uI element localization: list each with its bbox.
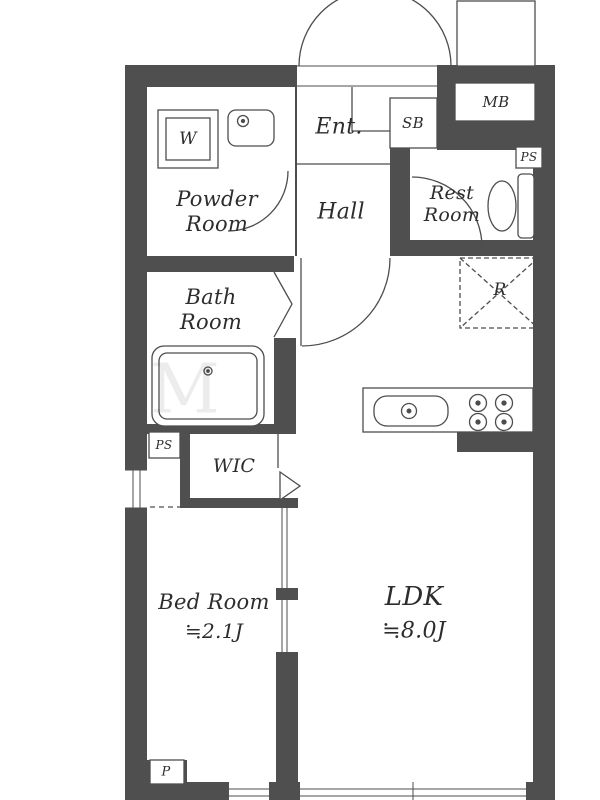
- pillar-box: [149, 759, 185, 785]
- entry-porch: [456, 0, 536, 67]
- washing-machine: [157, 109, 219, 169]
- label-bath-room-1: Bath: [185, 285, 237, 309]
- label-ldk-name: LDK: [384, 582, 444, 612]
- label-entrance: Ent.: [315, 114, 363, 140]
- label-wic: WIC: [212, 455, 256, 477]
- powder-door-arc: [227, 170, 289, 232]
- label-rest-room-2: Room: [423, 204, 481, 226]
- bedroom-left-window: [125, 469, 147, 509]
- label-powder-room-1: Powder: [176, 187, 258, 211]
- restroom-door-arc: [411, 176, 483, 248]
- kitchen-sink: [373, 395, 449, 427]
- entrance-step-lines: [295, 87, 390, 256]
- label-ldk-size: ≒8.0J: [382, 618, 446, 644]
- bottom-windows: [229, 782, 526, 800]
- pipe-space-left-box: [148, 431, 181, 459]
- bath-folding-door: [273, 271, 293, 338]
- label-powder-room-2: Room: [185, 212, 249, 236]
- hall-door-arc: [300, 257, 391, 347]
- label-refrigerator: R: [493, 280, 507, 300]
- wic-door: [277, 434, 302, 502]
- stove-burners: [468, 393, 514, 432]
- watermark: M: [150, 350, 220, 430]
- meter-box: [454, 82, 536, 122]
- entrance-door-arc: [297, 0, 452, 87]
- label-bedroom-size: ≒2.1J: [184, 619, 244, 643]
- label-bedroom-name: Bed Room: [158, 590, 270, 614]
- powder-sink: [227, 109, 275, 147]
- label-shoe-box: SB: [402, 114, 424, 132]
- refrigerator-space: [459, 257, 539, 329]
- toilet: [487, 173, 535, 239]
- label-pillar: P: [161, 764, 171, 780]
- pipe-space-top-box: [515, 146, 543, 169]
- label-hall: Hall: [317, 199, 365, 225]
- label-bath-room-2: Room: [179, 310, 243, 334]
- label-ps-top: PS: [520, 150, 538, 164]
- label-rest-room-1: Rest: [429, 182, 475, 204]
- label-washer: W: [179, 129, 197, 149]
- label-meter-box: MB: [482, 93, 510, 111]
- label-ps-left: PS: [155, 438, 173, 452]
- bathtub: [151, 345, 265, 427]
- bedroom-ldk-partition: [281, 508, 288, 652]
- shoe-box: [389, 97, 438, 149]
